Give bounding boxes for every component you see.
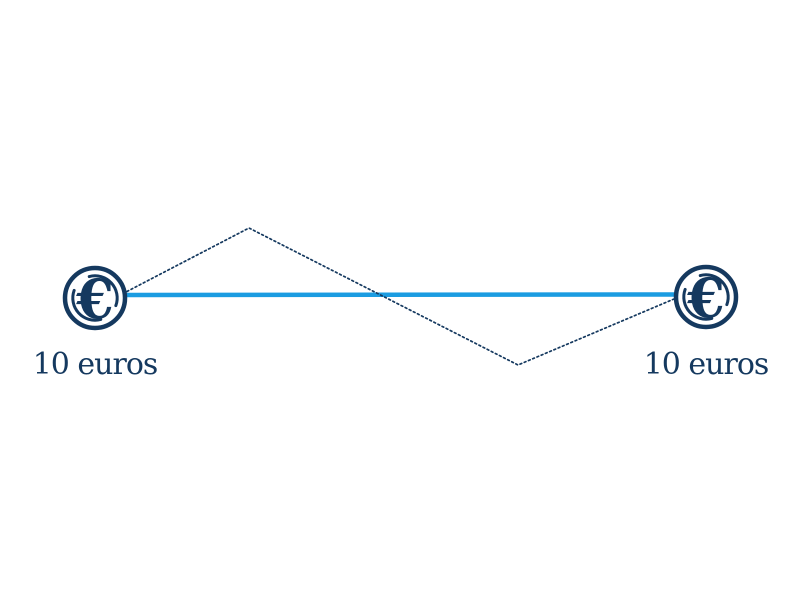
- solid-connector-line: [123, 292, 679, 298]
- coin-inner-arc-top-right: [87, 274, 119, 308]
- coin-inner-arc-bottom-left: [682, 287, 714, 321]
- coin-inner-arc-top-right: [698, 273, 730, 307]
- coin-label-right: 10 euros: [644, 347, 769, 382]
- euro-symbol-icon: €: [686, 266, 725, 330]
- euro-coin-left: €: [62, 265, 128, 331]
- coin-label-left: 10 euros: [33, 347, 158, 382]
- dotted-zigzag-line: [126, 227, 675, 366]
- euro-coin-right: €: [673, 264, 739, 330]
- euro-symbol-icon: €: [75, 267, 114, 331]
- coin-inner-arc-bottom-left: [71, 288, 103, 322]
